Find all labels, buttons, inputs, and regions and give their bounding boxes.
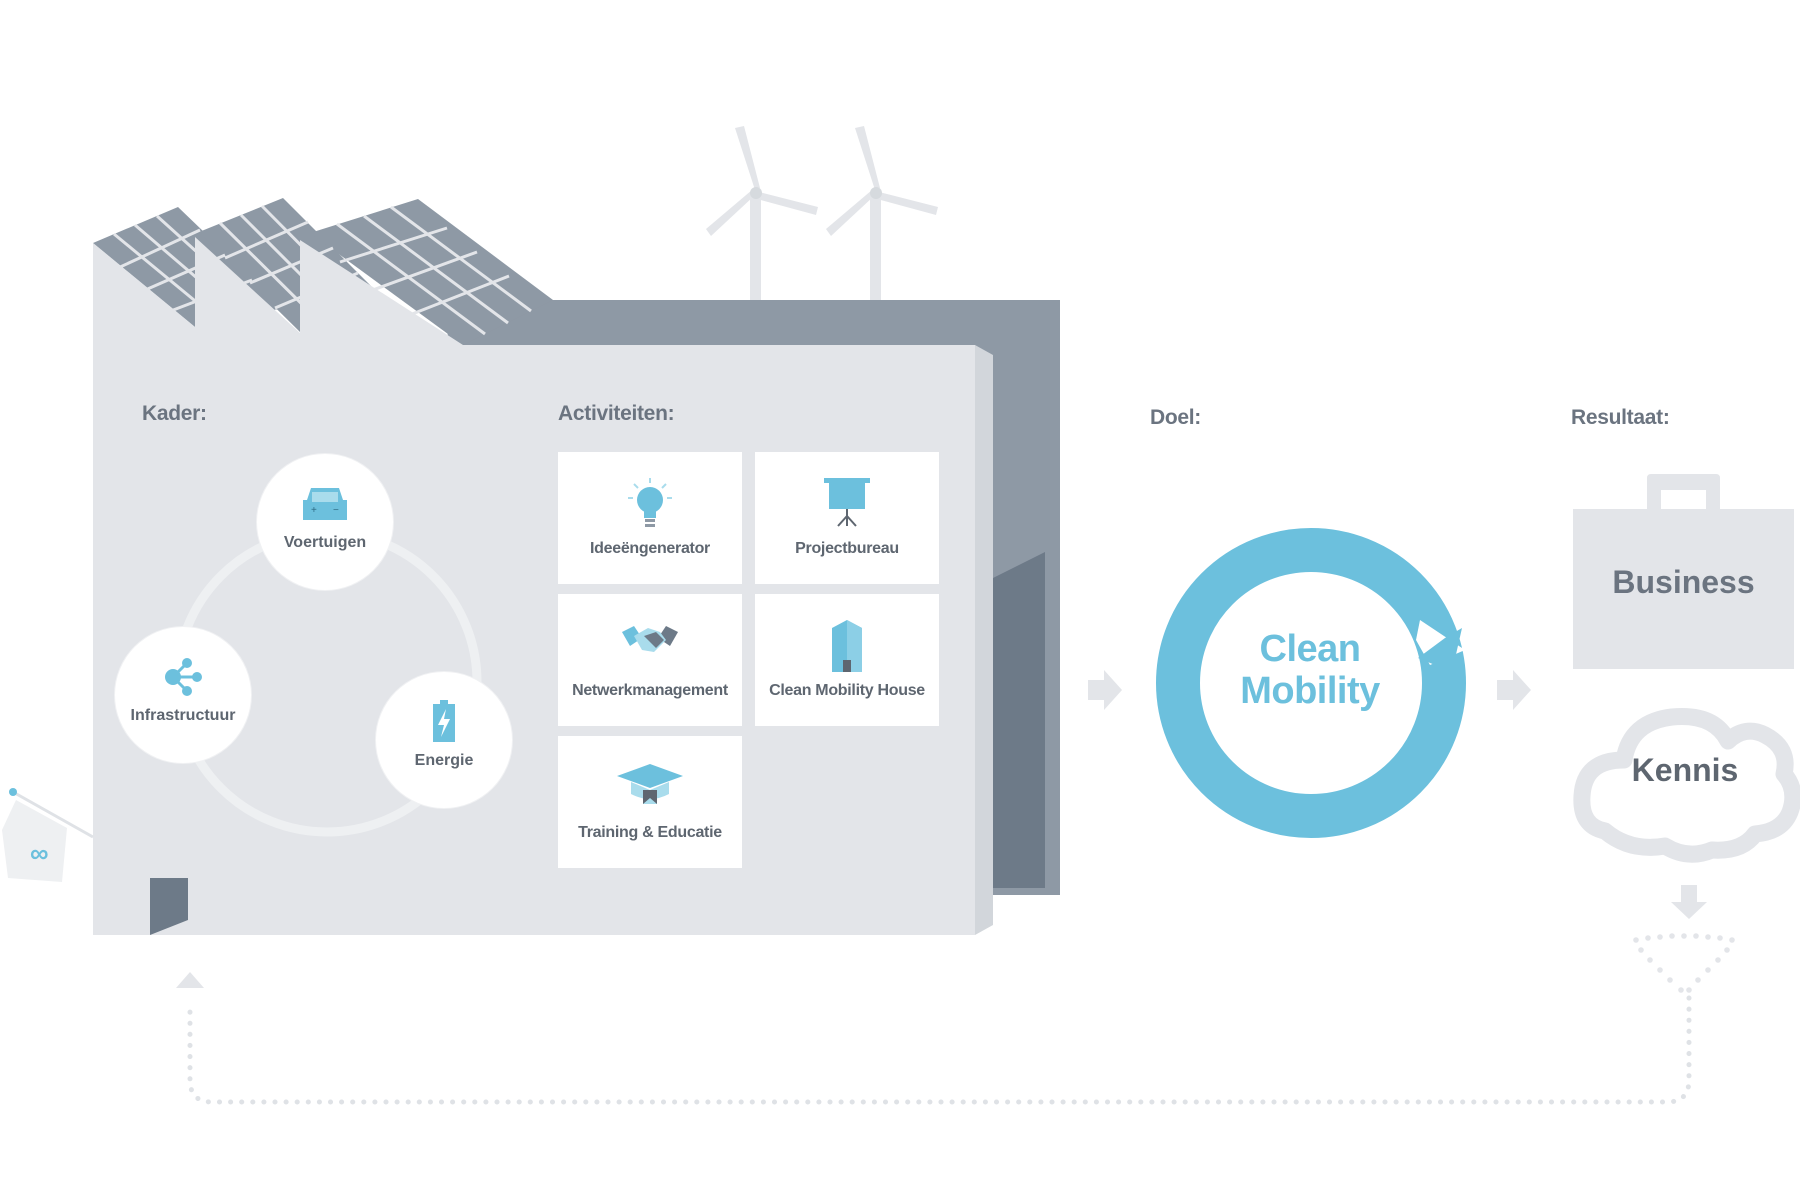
clean-mobility-house-caption: Clean Mobility House bbox=[769, 682, 925, 699]
presentation-board-icon bbox=[822, 476, 872, 533]
business-label: Business bbox=[1612, 564, 1755, 600]
tile-ideeengenerator: Ideeëngenerator bbox=[558, 452, 742, 584]
kader-node-voertuigen: + − Voertuigen bbox=[257, 454, 393, 590]
tile-netwerkmanagement: Netwerkmanagement bbox=[558, 594, 742, 726]
energie-caption: Energie bbox=[414, 752, 474, 769]
resultaat-label: Resultaat: bbox=[1571, 406, 1670, 429]
training-educatie-caption: Training & Educatie bbox=[578, 824, 722, 841]
projectbureau-caption: Projectbureau bbox=[795, 540, 899, 557]
lightbulb-icon bbox=[625, 476, 675, 537]
arrow-up-icon bbox=[176, 972, 204, 988]
clean-text: Clean bbox=[1259, 628, 1361, 670]
battery-icon bbox=[431, 700, 457, 749]
tile-projectbureau: Projectbureau bbox=[755, 452, 939, 584]
svg-text:−: − bbox=[333, 505, 339, 516]
svg-text:+: + bbox=[311, 505, 317, 516]
kader-label: Kader: bbox=[142, 402, 207, 425]
arrow-down-icon bbox=[1671, 885, 1707, 919]
car-icon: + − bbox=[301, 482, 349, 529]
graduation-cap-icon bbox=[615, 760, 685, 813]
flag-icon: ∞ bbox=[2, 788, 94, 882]
kader-node-infrastructuur: Infrastructuur bbox=[115, 627, 251, 763]
tile-training-educatie: Training & Educatie bbox=[558, 736, 742, 868]
infrastructuur-caption: Infrastructuur bbox=[130, 707, 236, 724]
kennis-label: Kennis bbox=[1631, 752, 1739, 788]
funnel-icon bbox=[1633, 933, 1735, 993]
ideeengenerator-caption: Ideeëngenerator bbox=[590, 540, 710, 557]
arrow-right-icon bbox=[1088, 670, 1122, 710]
clean-mobility-title: Clean Mobility bbox=[1190, 628, 1430, 712]
handshake-icon bbox=[620, 618, 680, 667]
svg-text:∞: ∞ bbox=[30, 838, 49, 868]
factory-building bbox=[93, 237, 993, 935]
kader-node-energie: Energie bbox=[376, 672, 512, 808]
cloud-icon bbox=[1573, 708, 1800, 863]
briefcase-icon bbox=[1573, 474, 1794, 669]
mobility-text: Mobility bbox=[1240, 670, 1380, 712]
arrow-right-icon bbox=[1497, 670, 1531, 710]
wind-turbine-icon bbox=[706, 126, 818, 322]
clean-mobility-ring bbox=[1156, 528, 1466, 838]
voertuigen-caption: Voertuigen bbox=[283, 534, 367, 551]
wind-turbine-icon bbox=[826, 126, 938, 322]
feedback-loop-path bbox=[187, 995, 1692, 1105]
factory-back-wall bbox=[440, 300, 1060, 895]
activiteiten-label: Activiteiten: bbox=[558, 402, 675, 425]
tile-clean-mobility-house: Clean Mobility House bbox=[755, 594, 939, 726]
netwerkmanagement-caption: Netwerkmanagement bbox=[572, 682, 728, 699]
building-icon bbox=[830, 618, 864, 679]
network-icon bbox=[161, 655, 205, 704]
doel-label: Doel: bbox=[1150, 406, 1202, 429]
